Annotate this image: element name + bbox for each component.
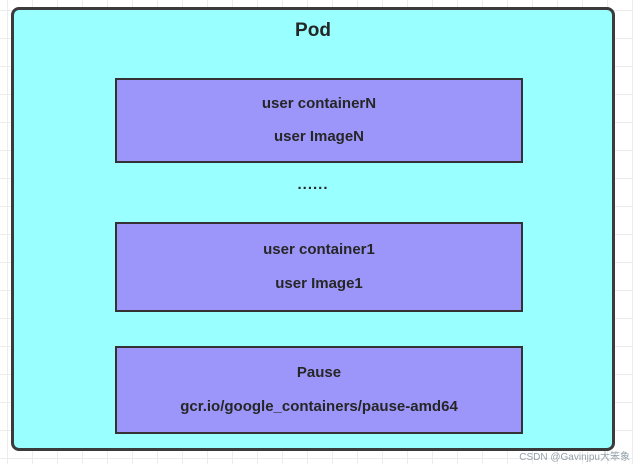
container-name-label: Pause [296, 364, 342, 381]
container-name-label: user container1 [263, 240, 375, 258]
container-image-label: user ImageN [273, 127, 365, 145]
container-image-label: gcr.io/google_containers/pause-amd64 [180, 397, 458, 415]
container-image-label: user Image1 [275, 274, 363, 292]
user-container-n-box: user containerN user ImageN [115, 78, 523, 163]
container-name-label: user containerN [261, 95, 377, 112]
pause-container-box: Pause gcr.io/google_containers/pause-amd… [115, 346, 523, 434]
more-containers-ellipsis: ...... [297, 176, 329, 193]
csdn-watermark: CSDN @Gavinjpu大笨象 [519, 452, 630, 463]
pod-title: Pod [295, 20, 331, 41]
user-container-1-box: user container1 user Image1 [115, 222, 523, 312]
